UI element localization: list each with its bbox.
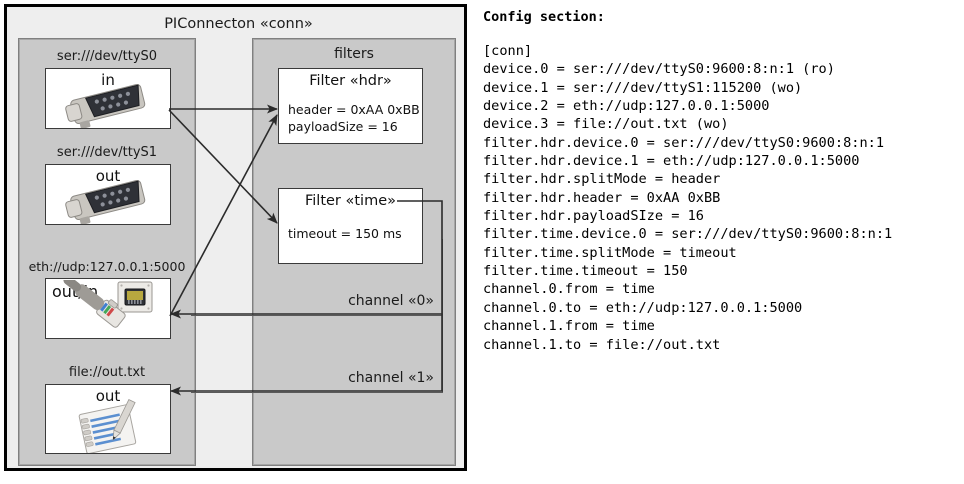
channel-label-1: channel «1» — [348, 370, 434, 386]
device-label-ttys0: ser:///dev/ttyS0 — [56, 49, 158, 64]
device-label-file: file://out.txt — [68, 365, 146, 380]
filter-prop-payloadsize: payloadSize = 16 — [288, 119, 398, 134]
config-section: Config section: [conn] device.0 = ser://… — [481, 0, 964, 484]
config-section-text: [conn] device.0 = ser:///dev/ttyS0:9600:… — [483, 43, 893, 353]
diagram-title: PIConnecton «conn» — [164, 16, 313, 32]
architecture-diagram: PIConnecton «conn» ser:///dev/ttyS0 in — [0, 0, 474, 484]
device-box-eth[interactable]: out/in — [45, 278, 171, 339]
channel-label-0: channel «0» — [348, 293, 434, 309]
filter-title-time: Filter «time» — [304, 193, 397, 209]
device-label-eth: eth://udp:127.0.0.1:5000 — [28, 259, 186, 274]
filter-prop-header: header = 0xAA 0xBB — [288, 102, 420, 117]
device-box-ttys0[interactable]: in — [45, 68, 171, 129]
filter-title-hdr: Filter «hdr» — [309, 73, 392, 89]
device-box-ttys1[interactable]: out — [45, 164, 171, 225]
device-io-file: out — [95, 387, 121, 405]
filters-panel: filters Filter «hdr» header = 0xAA 0xBB … — [191, 38, 456, 466]
devices-panel: ser:///dev/ttyS0 in — [18, 38, 196, 466]
device-io-eth: out/in — [52, 282, 99, 301]
device-io-ttys0: in — [101, 71, 115, 89]
filters-panel-title: filters — [334, 46, 374, 62]
channel-route-1: channel «1» — [191, 316, 443, 393]
channel-route-0: channel «0» — [191, 239, 443, 316]
config-section-heading: Config section: — [483, 9, 605, 25]
device-box-file[interactable]: out — [45, 384, 171, 454]
filter-box-hdr[interactable]: Filter «hdr» header = 0xAA 0xBB payloadS… — [278, 68, 423, 144]
device-label-ttys1: ser:///dev/ttyS1 — [56, 145, 158, 160]
device-io-ttys1: out — [95, 167, 121, 185]
